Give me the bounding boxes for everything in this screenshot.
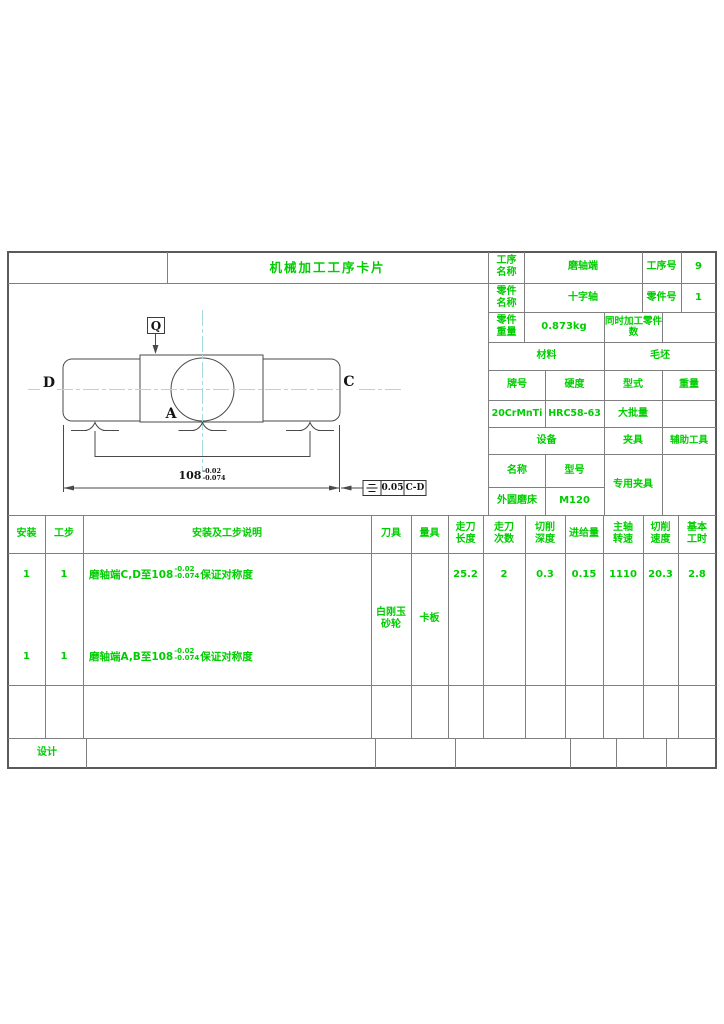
equipment-model-label: 型号: [564, 464, 585, 476]
row1-setup: 1: [23, 569, 30, 580]
hardness-label: 硬度: [564, 379, 585, 390]
q-datum-label: Q: [147, 317, 165, 334]
row1-step: 1: [60, 569, 68, 580]
process-name-value: 磨轴端: [568, 261, 598, 272]
col-passes: 走刀次数: [494, 522, 514, 545]
part-name-value: 十字轴: [568, 291, 598, 303]
tolerance-frame-value: 0.05: [381, 483, 404, 493]
simultaneous-parts-label: 同时加工零件数: [605, 316, 663, 338]
fixture-label: 夹具: [623, 434, 643, 446]
c-datum-label: C: [343, 374, 355, 390]
part-weight-label: 零件重量: [496, 315, 517, 338]
col-gauge: 量具: [419, 528, 440, 539]
dimension-108: [63, 425, 340, 492]
col-step: 工步: [54, 528, 74, 539]
centerlines: [28, 310, 401, 472]
blank-weight-value: [662, 400, 716, 427]
form-label: 型式: [623, 379, 643, 390]
aux-tool-label: 辅助工具: [669, 434, 708, 446]
blank-label: 毛坯: [650, 350, 670, 361]
tolerance-frame-datum: C-D: [405, 483, 425, 493]
equipment-model-value: M120: [559, 495, 590, 506]
dimension-108-text: 108-0.02-0.074: [178, 466, 226, 482]
col-tool: 刀具: [381, 528, 401, 539]
form-value: 大批量: [618, 407, 648, 419]
process-no-label: 工序号: [646, 261, 677, 272]
tolerance-frame-leader: [341, 480, 427, 496]
col-cut-speed: 切削速度: [650, 522, 671, 545]
process-name-label: 工序名称: [496, 255, 517, 278]
part-no-value: 1: [695, 291, 702, 303]
col-feed-rate: 进给量: [569, 528, 599, 539]
col-feed-length: 走刀长度: [455, 522, 476, 545]
aux-tool-value: [662, 454, 716, 515]
q-leader-arrow: [152, 333, 159, 354]
page-title: 机械加工工序卡片: [269, 259, 386, 275]
gauge-value: 卡板: [419, 613, 440, 624]
dim-upper-deviation: -0.02: [202, 466, 221, 475]
row1-cut-speed: 20.3: [648, 569, 673, 580]
col-description: 安装及工步说明: [192, 528, 262, 539]
grade-value: 20CrMnTi: [491, 407, 543, 419]
equipment-label: 设备: [536, 434, 557, 446]
design-label: 设计: [37, 747, 57, 758]
fixture-value: 专用夹具: [613, 478, 653, 490]
row2-setup: 1: [23, 651, 30, 662]
symmetry-icon: [366, 484, 378, 492]
row1-feed-rate: 0.15: [571, 569, 597, 580]
row1-feed-length: 25.2: [453, 569, 478, 580]
col-setup: 安装: [16, 528, 37, 539]
equipment-name-value: 外圆磨床: [497, 495, 537, 506]
row1-cut-depth: 0.3: [536, 569, 554, 580]
support-link-line: [94, 431, 311, 457]
simultaneous-parts-value: [662, 312, 716, 342]
blank-weight-label: 重量: [679, 379, 699, 390]
part-no-label: 零件号: [646, 291, 677, 303]
table-grid: [7, 251, 717, 769]
row2-step: 1: [60, 651, 68, 662]
row1-spindle-speed: 1110: [609, 569, 637, 580]
col-spindle-speed: 主轴转速: [613, 522, 633, 545]
row1-base-time: 2.8: [688, 569, 706, 580]
grade-label: 牌号: [507, 379, 527, 390]
part-name-label: 零件名称: [496, 285, 517, 309]
col-cut-depth: 切削深度: [535, 522, 555, 545]
equipment-name-label: 名称: [507, 464, 527, 476]
row1-passes: 2: [500, 569, 508, 580]
col-base-time: 基本工时: [687, 522, 707, 545]
tool-value: 白刚玉砂轮: [376, 607, 406, 630]
d-datum-label: D: [42, 375, 56, 391]
center-block-outline: [139, 354, 264, 423]
vee-support-symbols: [71, 421, 334, 457]
part-weight-value: 0.873kg: [541, 321, 587, 332]
material-label: 材料: [536, 350, 557, 361]
process-no-value: 9: [695, 261, 702, 272]
hardness-value: HRC58-63: [548, 407, 601, 419]
a-datum-label: A: [165, 406, 177, 422]
part-drawing: [28, 310, 427, 496]
dim-lower-deviation: -0.074: [202, 473, 226, 482]
